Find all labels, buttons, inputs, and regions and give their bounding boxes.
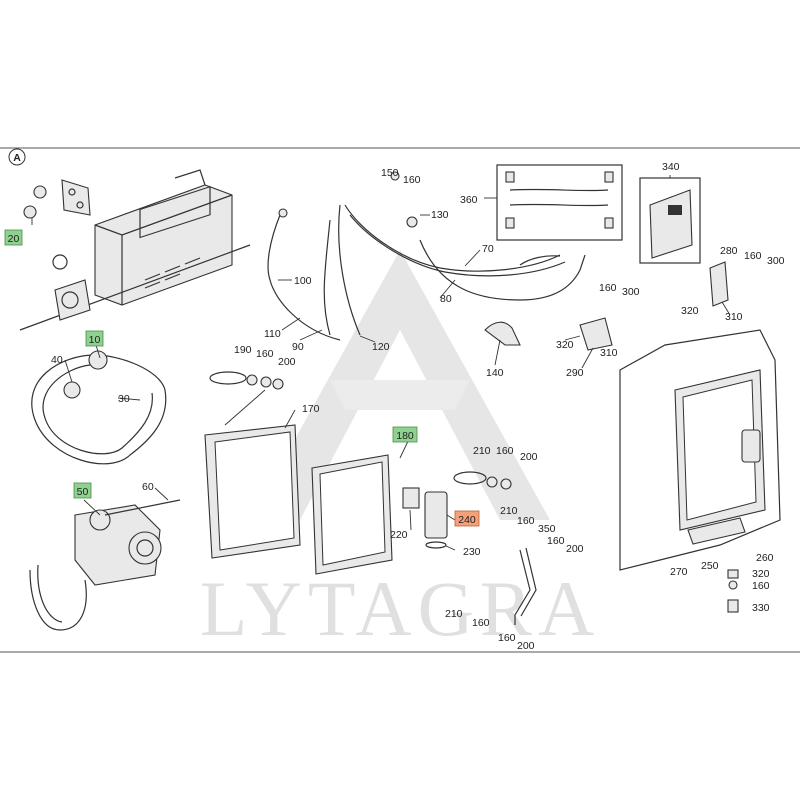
bracket-350 bbox=[514, 547, 537, 625]
bracket-310 bbox=[709, 261, 729, 307]
callout-360: 360 bbox=[460, 194, 478, 206]
callout-160i: 160 bbox=[744, 250, 762, 262]
highlight-boxes bbox=[4, 229, 480, 527]
watermark-text: LYTAGRA bbox=[200, 565, 601, 652]
condenser-core bbox=[311, 454, 393, 575]
callout-180: 180 bbox=[396, 430, 414, 442]
heater-unit bbox=[19, 169, 251, 331]
callout-300a: 300 bbox=[622, 286, 640, 298]
callout-260: 260 bbox=[756, 552, 774, 564]
callout-280: 280 bbox=[720, 245, 738, 257]
callout-320a: 320 bbox=[556, 339, 574, 351]
callout-60: 60 bbox=[142, 481, 154, 493]
callout-320c: 320 bbox=[752, 568, 770, 580]
callout-160g: 160 bbox=[498, 632, 516, 644]
callout-250: 250 bbox=[701, 560, 719, 572]
callout-90: 90 bbox=[292, 341, 304, 353]
callout-120: 120 bbox=[372, 341, 390, 353]
fastener-set-right bbox=[453, 471, 512, 490]
callout-160h: 160 bbox=[599, 282, 617, 294]
hose-assembly bbox=[267, 171, 586, 346]
callout-200a: 200 bbox=[278, 356, 296, 368]
callout-labels: 20 10 50 180 240 40 30 60 150 160 130 36… bbox=[8, 161, 785, 652]
fastener-stack-bottom bbox=[727, 569, 739, 613]
highlight-box-240 bbox=[454, 510, 480, 527]
callout-310a: 310 bbox=[600, 347, 618, 359]
fastener-set-left bbox=[209, 371, 284, 390]
callout-320b: 320 bbox=[681, 305, 699, 317]
callout-210a: 210 bbox=[473, 445, 491, 457]
callout-160j: 160 bbox=[752, 580, 770, 592]
callout-310b: 310 bbox=[725, 311, 743, 323]
highlight-box-10 bbox=[85, 330, 104, 347]
watermark: LYTAGRA bbox=[200, 250, 601, 652]
callout-140: 140 bbox=[486, 367, 504, 379]
receiver-dryer bbox=[402, 487, 448, 549]
callout-290: 290 bbox=[566, 367, 584, 379]
callout-20: 20 bbox=[8, 233, 20, 245]
callout-110: 110 bbox=[264, 328, 281, 340]
section-circle bbox=[8, 148, 26, 166]
callout-80: 80 bbox=[440, 293, 452, 305]
callout-240: 240 bbox=[458, 514, 476, 526]
callout-130: 130 bbox=[431, 209, 449, 221]
manual-booklet bbox=[639, 177, 701, 264]
callout-160f: 160 bbox=[472, 617, 490, 629]
hose-kit bbox=[496, 164, 623, 241]
callout-170: 170 bbox=[302, 403, 320, 415]
callout-150: 150 bbox=[381, 167, 399, 179]
callout-210b: 210 bbox=[500, 505, 518, 517]
highlight-box-180 bbox=[392, 426, 418, 443]
callout-220: 220 bbox=[390, 529, 408, 541]
leader-lines bbox=[31, 175, 731, 551]
condenser-frame bbox=[204, 424, 301, 559]
callout-300b: 300 bbox=[767, 255, 785, 267]
callout-10: 10 bbox=[89, 334, 101, 346]
callout-160e: 160 bbox=[547, 535, 565, 547]
bracket-290 bbox=[579, 317, 613, 351]
callout-50: 50 bbox=[77, 486, 89, 498]
callout-200b: 200 bbox=[520, 451, 538, 463]
callout-350: 350 bbox=[538, 523, 556, 535]
callout-70: 70 bbox=[482, 243, 494, 255]
highlight-box-20 bbox=[4, 229, 23, 246]
callout-200d: 200 bbox=[517, 640, 535, 652]
callout-40: 40 bbox=[51, 354, 63, 366]
callout-340: 340 bbox=[662, 161, 680, 173]
callout-190: 190 bbox=[234, 344, 252, 356]
highlight-box-50 bbox=[73, 482, 92, 499]
callout-200c: 200 bbox=[566, 543, 584, 555]
callout-270: 270 bbox=[670, 566, 688, 578]
cab-frame bbox=[619, 329, 781, 571]
callout-160d: 160 bbox=[517, 515, 535, 527]
callout-160a: 160 bbox=[403, 174, 421, 186]
callout-30: 30 bbox=[118, 393, 130, 405]
callout-160b: 160 bbox=[256, 348, 274, 360]
belt-assembly bbox=[31, 350, 167, 465]
compressor-assembly bbox=[29, 499, 181, 631]
callout-160c: 160 bbox=[496, 445, 514, 457]
section-label: A bbox=[13, 152, 21, 164]
bracket-plate bbox=[23, 179, 91, 219]
callout-210c: 210 bbox=[445, 608, 463, 620]
callout-100: 100 bbox=[294, 275, 312, 287]
callout-330: 330 bbox=[752, 602, 770, 614]
callout-230: 230 bbox=[463, 546, 481, 558]
